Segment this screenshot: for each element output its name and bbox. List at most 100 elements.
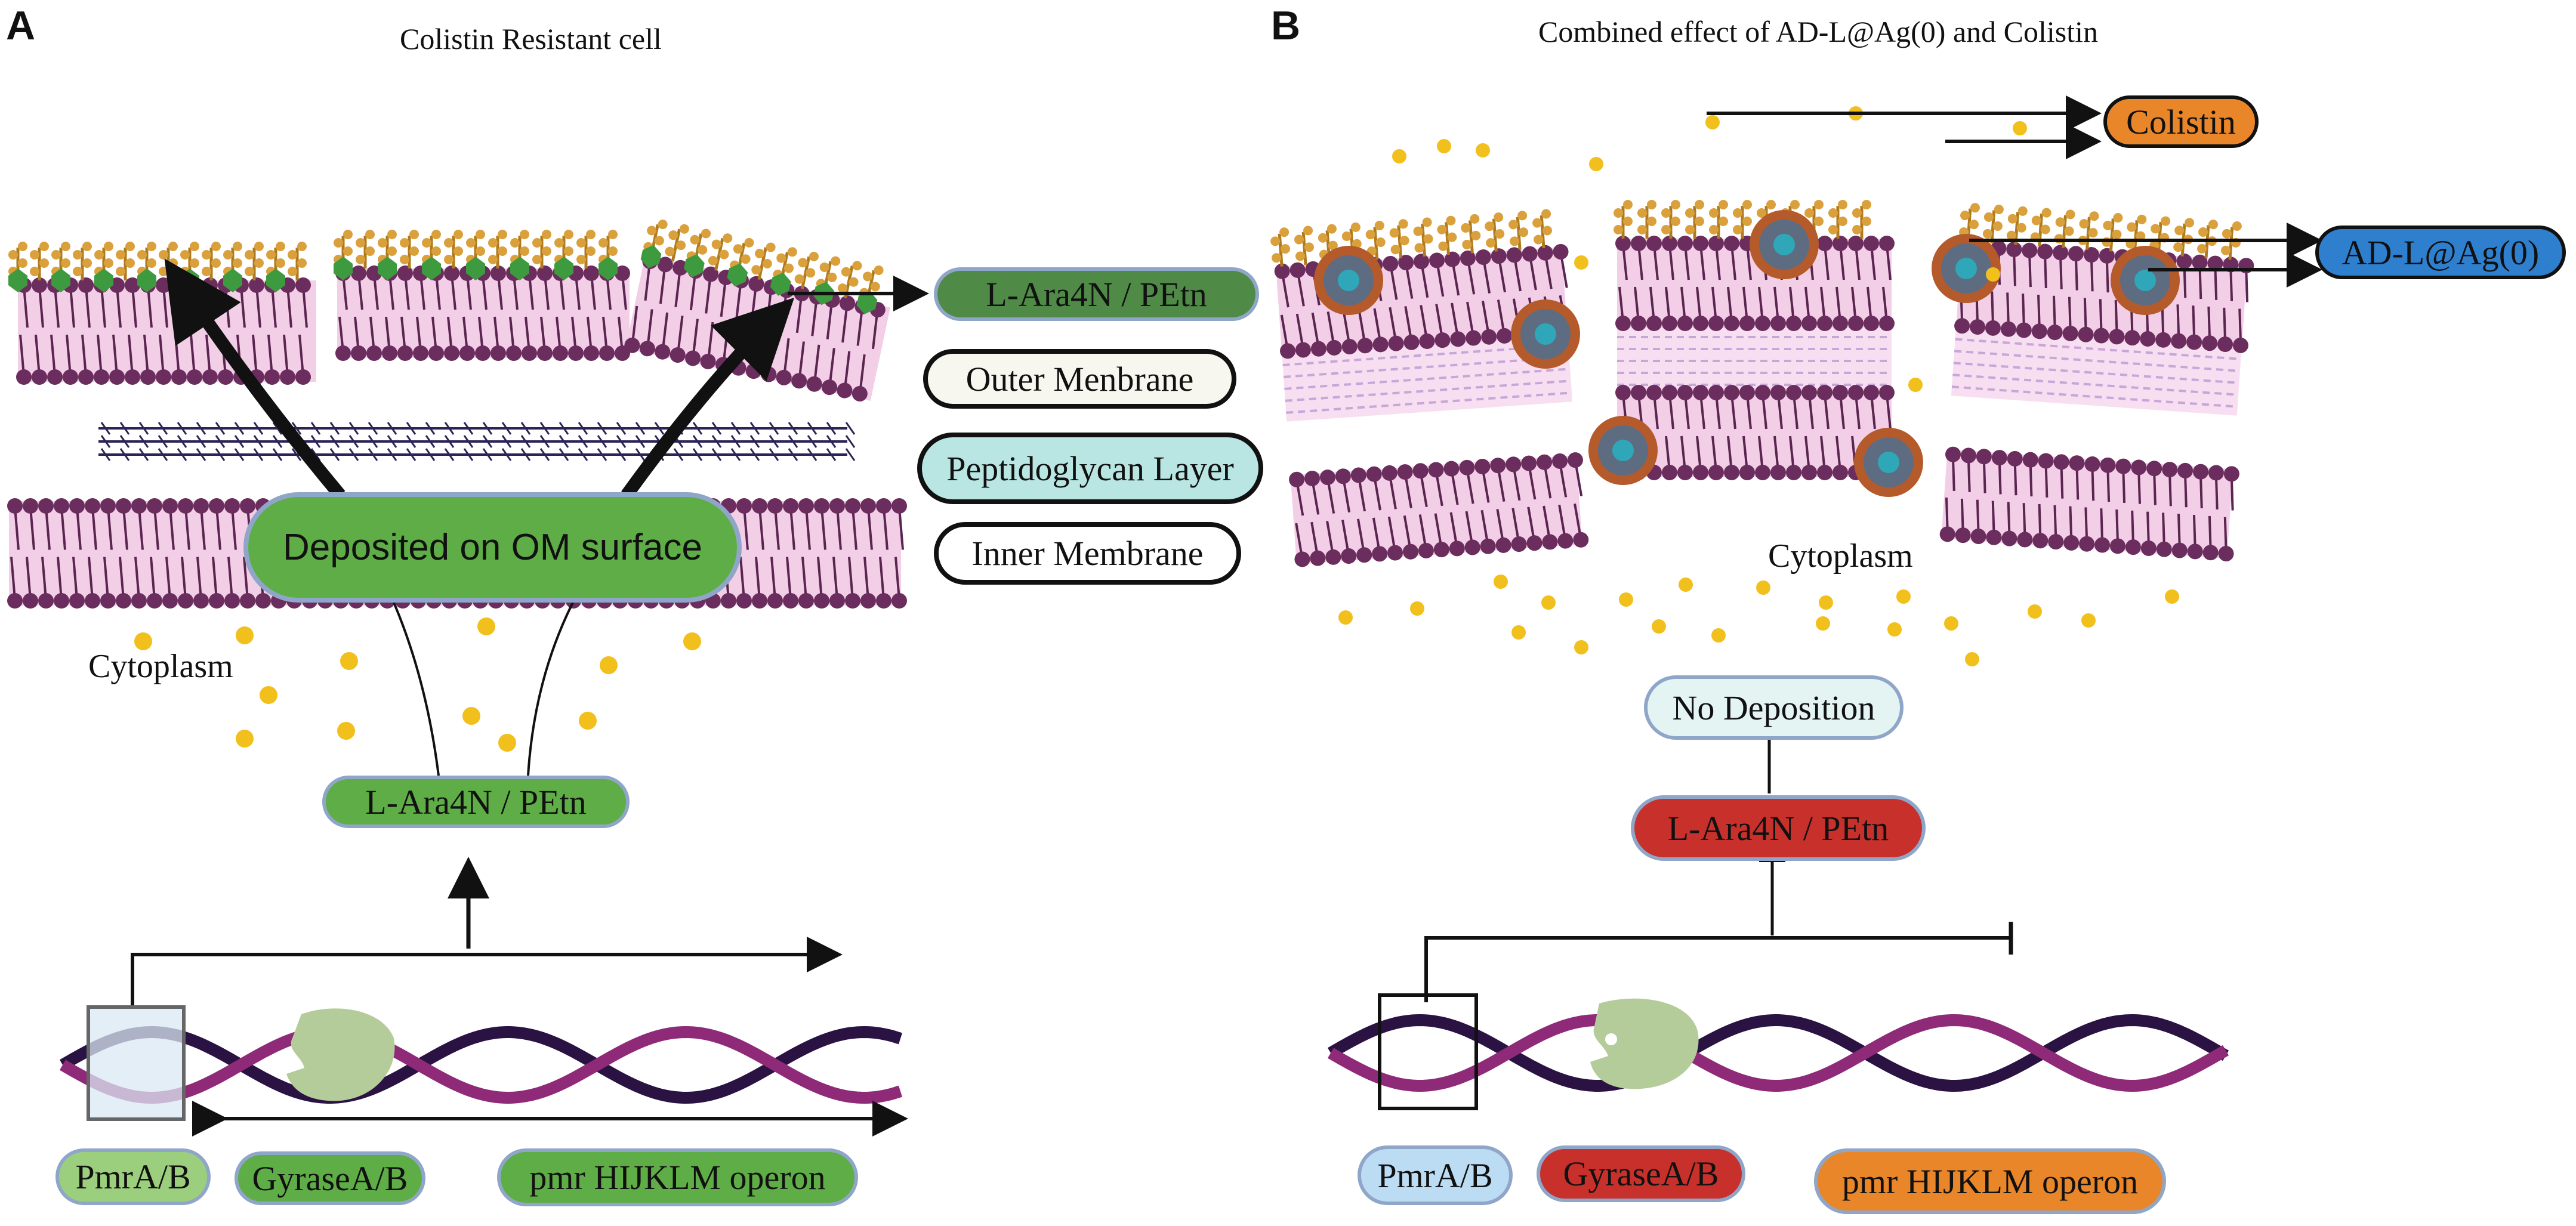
- lipid-head: [131, 498, 147, 514]
- lipid-head: [2000, 321, 2016, 337]
- lipid-head: [2208, 465, 2224, 481]
- lipid-head: [2155, 332, 2171, 348]
- lipid-head: [798, 498, 814, 514]
- lipid-head: [1662, 316, 1677, 331]
- pg-strand: [1283, 356, 1570, 378]
- lps-chain: [714, 237, 724, 271]
- pg-crosslink: [539, 435, 550, 448]
- colistin-dot: [683, 632, 701, 650]
- lps-sugar: [1438, 241, 1448, 251]
- lipid-head: [1506, 456, 1522, 473]
- lps-sugar: [1486, 238, 1496, 248]
- lipid-head: [783, 498, 798, 514]
- lps-sugar: [1709, 208, 1719, 218]
- colistin-dot: [2028, 604, 2042, 619]
- pg-crosslink: [253, 422, 264, 435]
- pg-crosslink: [368, 435, 378, 448]
- modified-lipid-a: [422, 257, 441, 280]
- lps-chain: [671, 228, 681, 262]
- colistin-dot: [1589, 157, 1603, 171]
- lps-sugar: [2064, 226, 2074, 236]
- lipid-head: [209, 593, 224, 609]
- lipid-tail: [50, 334, 56, 376]
- lps-sugar: [2185, 218, 2195, 228]
- lps-sugar: [233, 242, 242, 251]
- lipid-head: [1428, 462, 1444, 478]
- pg-crosslink: [711, 422, 722, 435]
- dna-helix-b: [1327, 1014, 2229, 1092]
- lipid-head: [1646, 385, 1662, 400]
- lipid-head: [2140, 540, 2157, 556]
- lipid-head: [2078, 326, 2094, 342]
- lps-sugar: [1695, 200, 1704, 209]
- pg-crosslink: [730, 435, 741, 448]
- lipid-tail: [138, 507, 144, 550]
- lipid-head: [171, 369, 187, 385]
- lipid-head: [1817, 465, 1832, 480]
- lipid-head: [1976, 449, 1992, 465]
- pg-crosslink: [406, 435, 417, 448]
- lps-sugar: [741, 254, 751, 264]
- lipid-tail: [243, 557, 249, 600]
- lipid-tail: [159, 334, 165, 376]
- lipid-head: [703, 266, 719, 282]
- lipid-head: [624, 337, 640, 353]
- lipid-head: [2171, 333, 2187, 349]
- lipid-head: [2079, 536, 2095, 552]
- lipid-head: [1708, 385, 1724, 400]
- lipid-head: [2218, 546, 2234, 562]
- pg-crosslink: [100, 422, 111, 435]
- lps-sugar: [1614, 225, 1623, 234]
- lps-sugar: [1828, 208, 1838, 218]
- pg-crosslink: [845, 448, 856, 461]
- colistin-dot: [2165, 589, 2179, 604]
- lipid-head: [147, 593, 162, 609]
- lps-sugar: [1671, 217, 1680, 226]
- pg-crosslink: [100, 435, 111, 448]
- lps-sugar: [608, 246, 618, 256]
- ag-nanoparticle: [1588, 416, 1658, 485]
- lipid-head: [2217, 336, 2233, 353]
- lipid-head: [1573, 532, 1589, 548]
- modified-lipid-a: [334, 257, 353, 280]
- lps-sugar: [1326, 224, 1337, 234]
- lps-sugar: [2113, 213, 2123, 223]
- colistin-dot: [1908, 378, 1923, 392]
- lipid-head: [1864, 385, 1879, 400]
- lipid-head: [1755, 316, 1770, 331]
- pg-crosslink: [119, 448, 130, 461]
- pg-strand: [1952, 373, 2239, 396]
- lipid-head: [1310, 550, 1326, 566]
- lipid-head: [2202, 335, 2218, 351]
- lipid-head: [475, 345, 490, 361]
- lps-sugar: [211, 258, 221, 268]
- lps-sugar: [1495, 229, 1505, 239]
- pg-crosslink: [196, 422, 206, 435]
- gene-gyrase-a: GyraseA/B: [235, 1151, 425, 1205]
- ag-nanoparticle: [2111, 246, 2180, 315]
- lipid-head: [335, 345, 351, 361]
- lps-sugar: [276, 258, 285, 268]
- lps-sugar: [1374, 221, 1384, 231]
- colistin-dot: [1756, 580, 1770, 595]
- pg-crosslink: [520, 435, 531, 448]
- pg-crosslink: [826, 422, 837, 435]
- lipid-head: [1724, 465, 1739, 480]
- lipid-tail: [739, 557, 745, 600]
- lipid-head: [100, 593, 116, 609]
- pg-crosslink: [578, 422, 588, 435]
- lipid-head: [2124, 330, 2140, 346]
- lipid-head: [2146, 461, 2162, 477]
- lipid-head: [397, 265, 413, 281]
- lps-sugar: [755, 248, 765, 258]
- modified-lipid-a: [599, 257, 618, 280]
- lps-chain: [1445, 222, 1450, 255]
- lipid-tail: [169, 507, 175, 550]
- ad-l-ag-label: AD-L@Ag(0): [2315, 226, 2566, 279]
- pg-crosslink: [845, 422, 856, 435]
- pg-crosslink: [329, 435, 340, 448]
- cytoplasm-label-a: Cytoplasm: [88, 648, 233, 685]
- lipid-head: [2038, 453, 2054, 469]
- lipid-head: [837, 382, 853, 399]
- pg-crosslink: [749, 448, 760, 461]
